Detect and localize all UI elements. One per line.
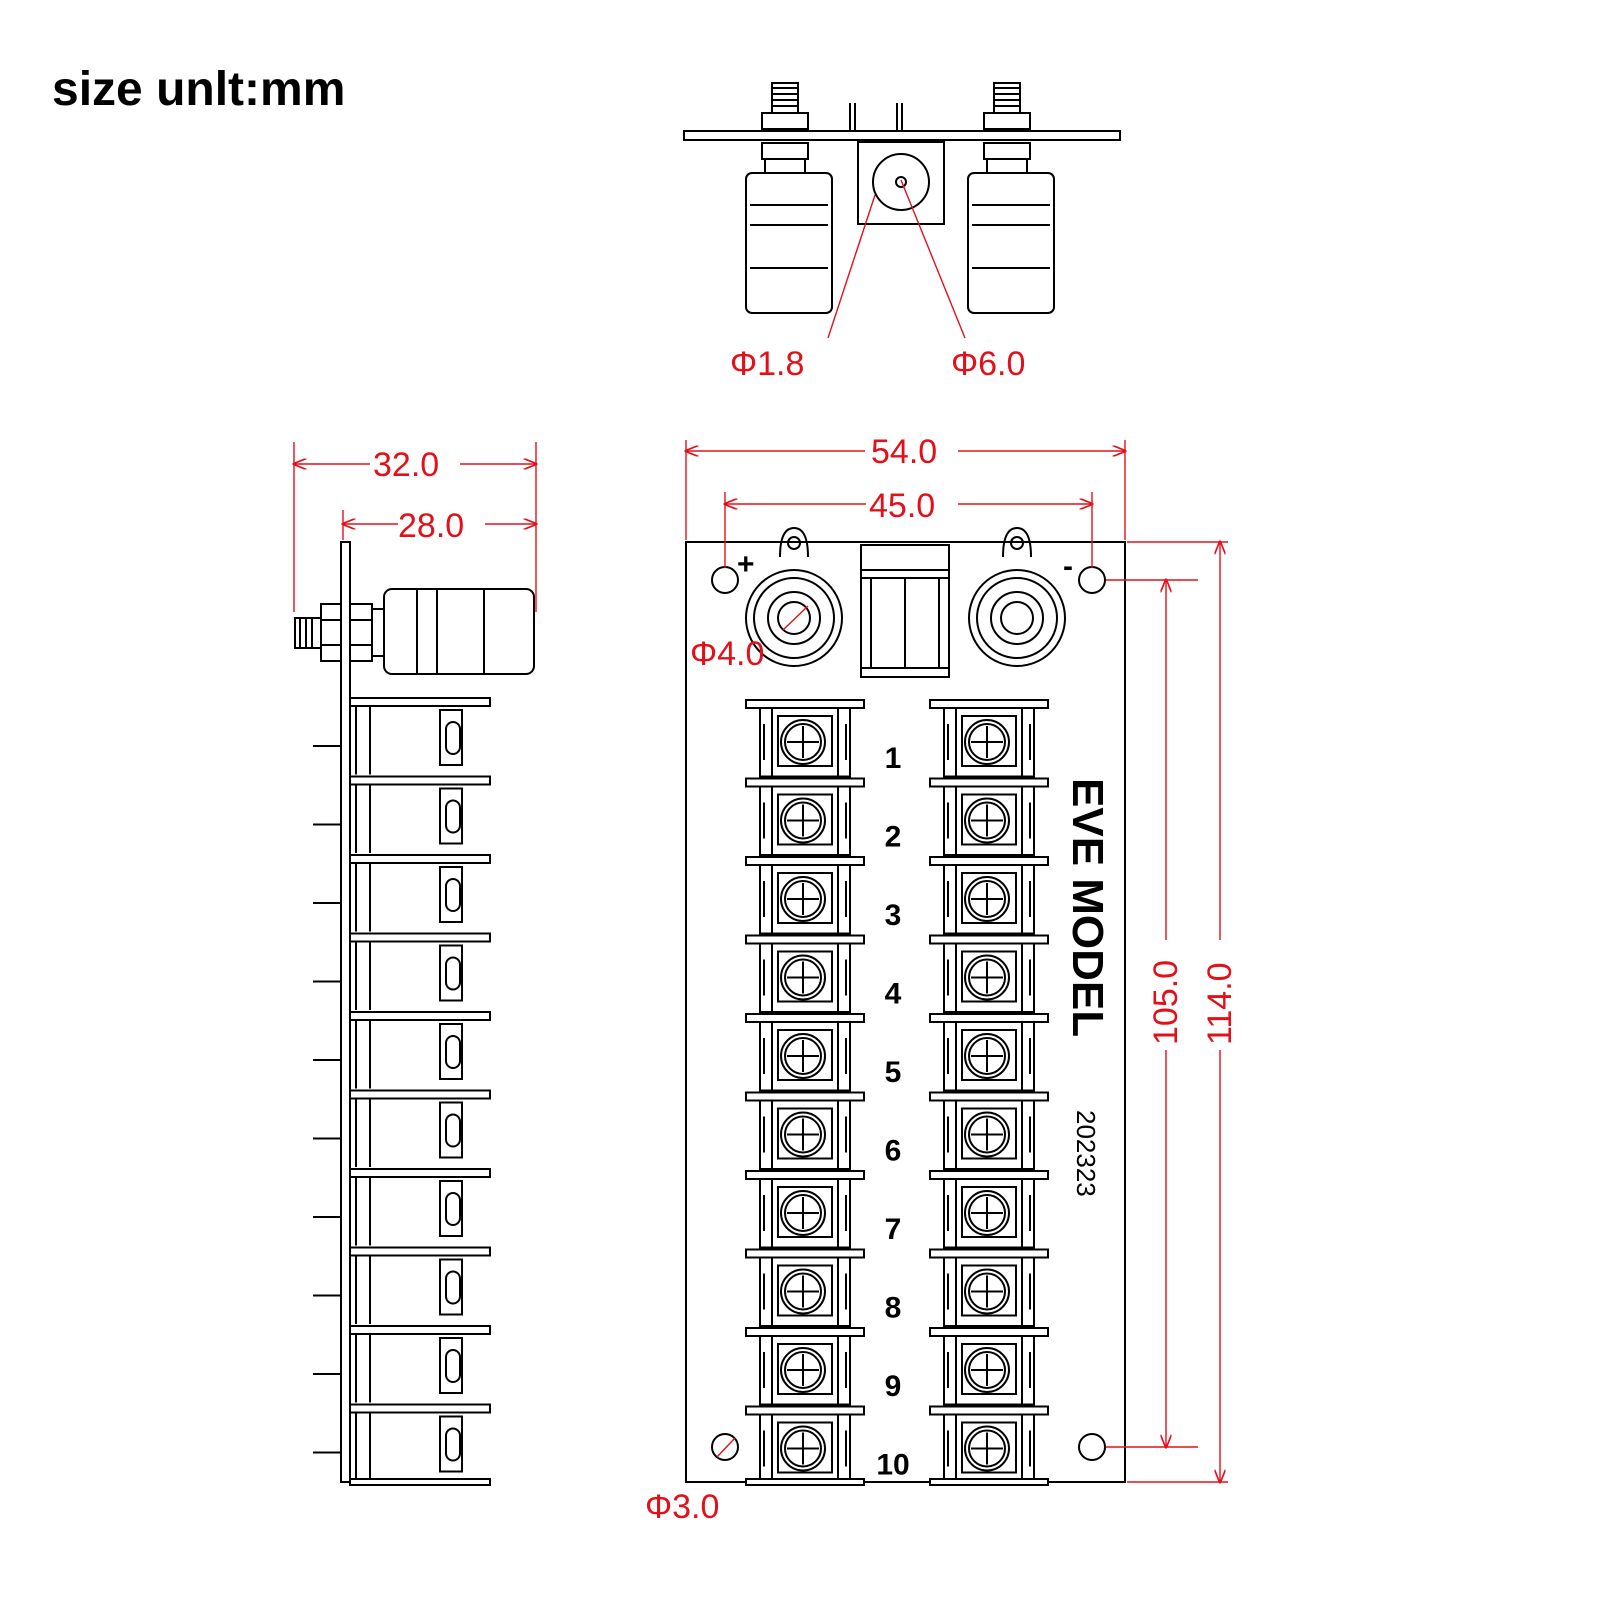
mount-hole-diameter-label: Φ3.0: [645, 1488, 719, 1526]
screw-terminal: [745, 1091, 865, 1170]
jack-diameter-label: Φ6.0: [951, 345, 1025, 383]
positive-binding-post: [745, 526, 843, 667]
side-terminal-bottom-bar: [349, 1478, 491, 1486]
side-depth-body-label: 28.0: [398, 507, 464, 545]
screw-terminal: [745, 1248, 865, 1327]
size-unit-title: size unlt:mm: [52, 63, 346, 116]
side-depth-total-label: 32.0: [373, 446, 439, 484]
terminal-bottom-bar: [929, 1478, 1049, 1486]
side-terminal: [313, 1403, 491, 1481]
pcb-board: [685, 541, 1126, 1483]
screw-terminal: [929, 1405, 1049, 1484]
screw-terminal: [929, 699, 1049, 778]
side-terminal: [313, 1011, 491, 1089]
terminal-number: 2: [885, 821, 902, 854]
side-terminal: [313, 1089, 491, 1167]
screw-terminal: [745, 934, 865, 1013]
screw-terminal: [745, 1327, 865, 1406]
terminal-bottom-bar: [745, 1478, 865, 1486]
terminal-number: 1: [885, 742, 902, 775]
center-connector: [860, 544, 950, 678]
terminal-number: 4: [885, 978, 902, 1011]
screw-terminal: [929, 1091, 1049, 1170]
plus-sign: +: [737, 548, 755, 581]
screw-terminal: [745, 856, 865, 935]
hole-spacing-height-label: 105.0: [1147, 960, 1185, 1045]
post-hole-diameter-label: Φ4.0: [690, 635, 764, 673]
side-terminal: [313, 697, 491, 775]
top-view: [683, 82, 1121, 314]
hole-spacing-width-label: 45.0: [869, 487, 935, 525]
binding-post-right-top: [967, 82, 1055, 314]
brand-label: EVE MODEL: [1063, 778, 1112, 1037]
side-view: [294, 541, 535, 1486]
screw-terminal: [929, 1327, 1049, 1406]
terminal-numbers: 1 2 3 4 5 6 7 8 9 10: [876, 742, 909, 1482]
terminal-number: 3: [885, 899, 902, 932]
terminal-number: 5: [885, 1056, 902, 1089]
terminal-number: 6: [885, 1135, 902, 1168]
side-terminal: [313, 1325, 491, 1403]
front-view: + - 1 2 3 4 5 6 7 8 9 10 EVE MODEL 202323: [685, 526, 1126, 1486]
minus-sign: -: [1063, 550, 1073, 583]
screw-terminal: [745, 1405, 865, 1484]
board-height-label: 114.0: [1201, 962, 1239, 1045]
side-terminal-strip: [313, 697, 491, 1486]
side-terminal: [313, 1168, 491, 1246]
screw-terminal: [929, 1013, 1049, 1092]
screw-terminal: [745, 699, 865, 778]
side-terminal: [313, 775, 491, 853]
screw-terminal: [929, 856, 1049, 935]
model-code-label: 202323: [1071, 1110, 1101, 1197]
screw-terminal: [745, 1013, 865, 1092]
screw-terminal: [929, 777, 1049, 856]
side-terminal: [313, 1246, 491, 1324]
negative-binding-post: [968, 526, 1066, 667]
terminal-number: 8: [885, 1292, 902, 1325]
side-terminal: [313, 932, 491, 1010]
mount-hole-bottom-right: [1078, 1433, 1106, 1461]
pin-diameter-label: Φ1.8: [730, 345, 804, 383]
screw-terminal: [745, 1170, 865, 1249]
binding-post-left-top: [745, 82, 833, 314]
screw-terminal: [929, 1170, 1049, 1249]
terminal-number: 9: [885, 1370, 902, 1403]
screw-terminal: [745, 777, 865, 856]
terminal-number: 7: [885, 1213, 902, 1246]
side-terminal: [313, 854, 491, 932]
terminal-number: 10: [876, 1449, 909, 1482]
front-terminal-blocks: [745, 699, 1049, 1486]
side-binding-post: [294, 588, 535, 675]
screw-terminal: [929, 934, 1049, 1013]
screw-terminal: [929, 1248, 1049, 1327]
mount-hole-bottom-left: [711, 1433, 739, 1461]
board-width-label: 54.0: [871, 433, 937, 471]
